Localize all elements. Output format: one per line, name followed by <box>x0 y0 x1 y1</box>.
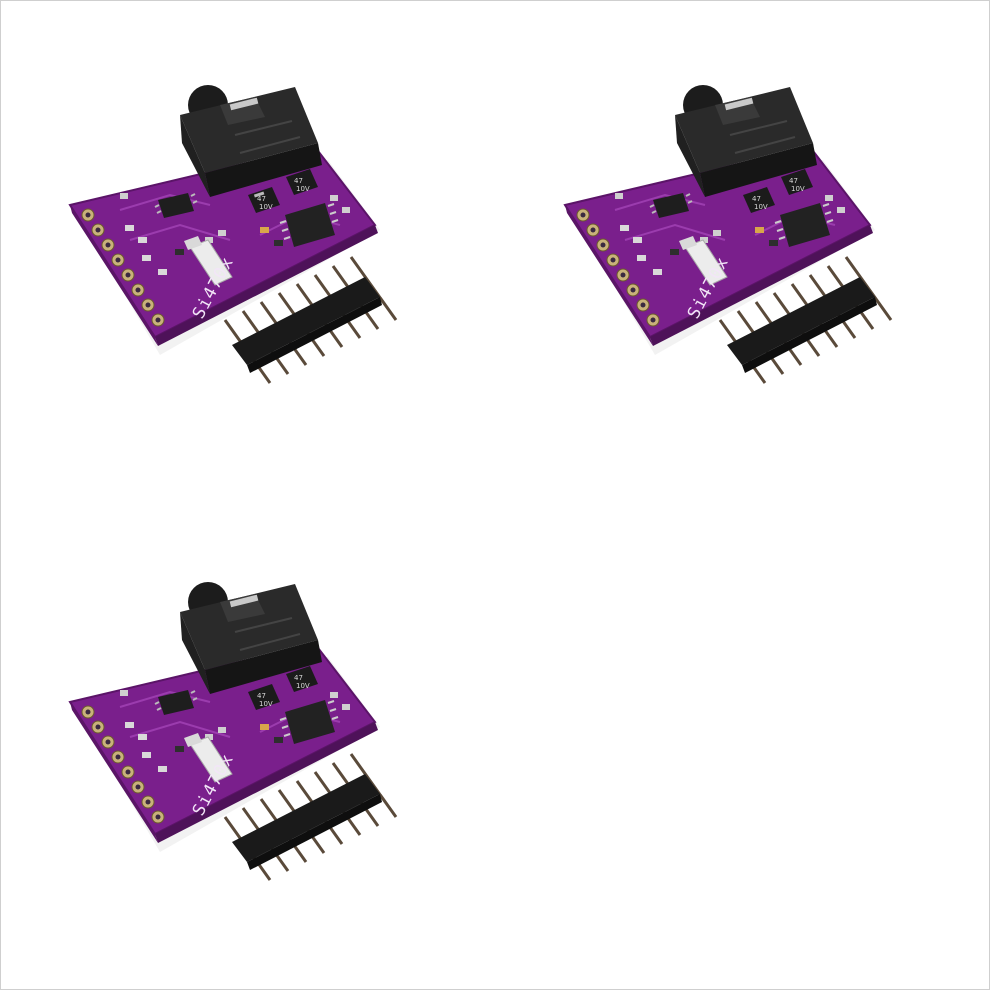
amplifier-ic <box>774 203 834 247</box>
edge-pads <box>576 208 660 327</box>
cap-left-value: 47 <box>752 195 761 203</box>
cap-left-value: 47 <box>257 692 266 700</box>
cap-right-value: 47 <box>789 177 798 185</box>
cap-right-voltage: 10V <box>296 682 310 690</box>
crystal <box>679 236 728 286</box>
cap-left-voltage: 10V <box>259 700 273 708</box>
radio-ic <box>154 690 198 715</box>
pin-header <box>223 256 398 384</box>
crystal <box>184 733 233 783</box>
capacitor-right: 47 10V <box>781 169 813 195</box>
edge-pads <box>81 208 165 327</box>
board-illustration: 47 10V 47 10V Si470x <box>68 85 398 384</box>
board-module-1: 47 10V 47 10V Si470x <box>60 65 420 425</box>
board-illustration: 47 10V 47 10V Si470x <box>68 582 398 881</box>
edge-pads <box>81 705 165 824</box>
pin-header <box>223 753 398 881</box>
radio-ic <box>154 193 198 218</box>
capacitor-left: 47 10V <box>248 187 280 213</box>
smd-components <box>120 193 350 275</box>
cap-left-value: 47 <box>257 195 266 203</box>
cap-right-voltage: 10V <box>296 185 310 193</box>
capacitor-right: 47 10V <box>286 666 318 692</box>
crystal <box>184 236 233 286</box>
audio-jack <box>675 85 817 197</box>
pin-header <box>718 256 893 384</box>
capacitor-right: 47 10V <box>286 169 318 195</box>
capacitor-left: 47 10V <box>743 187 775 213</box>
cap-left-voltage: 10V <box>754 203 768 211</box>
board-module-3: 47 10V 47 10V Si470x <box>60 562 420 922</box>
cap-right-voltage: 10V <box>791 185 805 193</box>
audio-jack <box>180 85 322 197</box>
cap-right-value: 47 <box>294 177 303 185</box>
cap-left-voltage: 10V <box>259 203 273 211</box>
smd-components <box>615 193 845 275</box>
radio-ic <box>649 193 693 218</box>
amplifier-ic <box>279 700 339 744</box>
amplifier-ic <box>279 203 339 247</box>
capacitor-left: 47 10V <box>248 684 280 710</box>
cap-right-value: 47 <box>294 674 303 682</box>
audio-jack <box>180 582 322 694</box>
smd-components <box>120 690 350 772</box>
board-illustration: 47 10V 47 10V Si470x <box>563 85 893 384</box>
board-module-2: 47 10V 47 10V Si470x <box>555 65 915 425</box>
